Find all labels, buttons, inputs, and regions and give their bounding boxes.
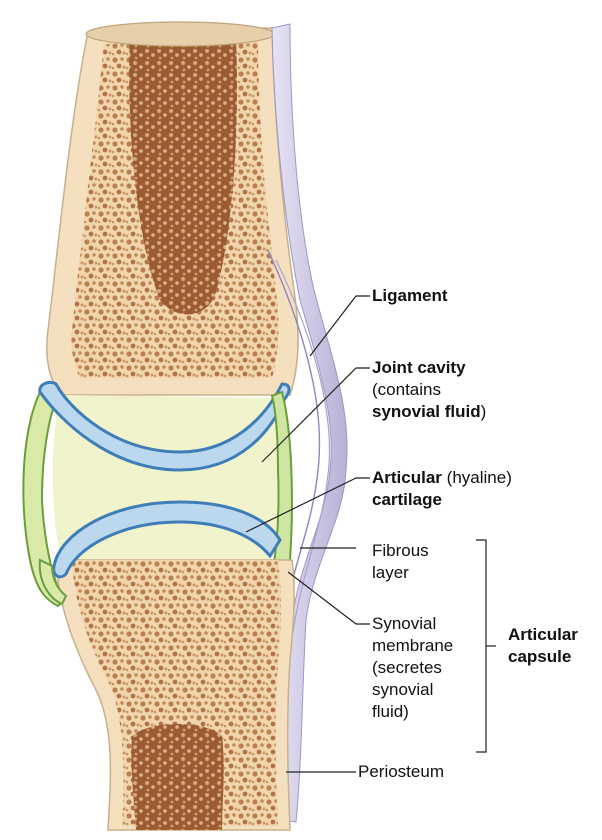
- fibrous-layer-label: Fibrous layer: [372, 540, 429, 584]
- articular-capsule-label: Articular capsule: [508, 624, 578, 668]
- periosteum-label: Periosteum: [358, 761, 444, 783]
- upper-cut-surface: [86, 22, 274, 46]
- lower-medullary-cavity: [131, 724, 223, 830]
- articular-cartilage-label: Articular (hyaline) cartilage: [372, 467, 512, 511]
- joint-cavity-label: Joint cavity (contains synovial fluid): [372, 357, 486, 423]
- capsule-bracket: [476, 540, 486, 752]
- ligament-label: Ligament: [372, 285, 448, 307]
- synovial-membrane-label: Synovial membrane (secretes synovial flu…: [372, 613, 453, 723]
